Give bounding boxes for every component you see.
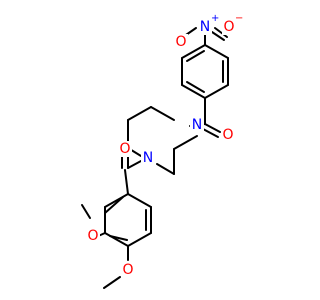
bond-ring1-a bbox=[204, 44, 229, 59]
bond-o-ch3-4 bbox=[103, 276, 121, 289]
bond-ring2-c-inner bbox=[109, 235, 128, 241]
bond-pip-b bbox=[127, 106, 152, 121]
bond-ring1-c bbox=[204, 84, 229, 99]
bond-no-right-a bbox=[214, 27, 228, 38]
bond-ring2-c bbox=[104, 232, 129, 247]
bond-co-upper-a bbox=[204, 123, 221, 133]
bond-pip-a bbox=[150, 106, 175, 121]
bond-pip-g bbox=[173, 135, 198, 150]
atom-labels: N + O O − O N N O O O bbox=[86, 13, 243, 278]
piperazine-nitrogen-right: N bbox=[192, 117, 202, 133]
methoxy-oxygen-3: O bbox=[87, 228, 98, 244]
bond-carbonyl-aryl-lower bbox=[124, 169, 129, 195]
bond-n-carbonyl-lower bbox=[127, 160, 142, 169]
bond-o-ch3-3 bbox=[81, 204, 91, 219]
bond-ring1-d-inner bbox=[186, 81, 205, 93]
bond-ring2-f bbox=[127, 193, 152, 208]
bond-pip-e bbox=[156, 163, 175, 175]
molecule-canvas: N + O O − O N N O O O bbox=[81, 13, 243, 289]
ketone-oxygen-upper: O bbox=[222, 127, 233, 143]
bond-ring2-a bbox=[104, 193, 129, 208]
nitro-nitrogen: N bbox=[200, 19, 210, 35]
methoxy-oxygen-4: O bbox=[122, 262, 133, 278]
bond-ring1-f-inner bbox=[186, 50, 205, 62]
nitro-oxygen-charge: − bbox=[235, 13, 243, 24]
ketone-oxygen-lower: O bbox=[119, 141, 130, 157]
bond-ring2-d bbox=[127, 232, 152, 247]
bond-ring1-d bbox=[181, 84, 206, 99]
structure-diagram: N + O O − O N N O O O bbox=[81, 13, 243, 289]
bond-co-upper-b bbox=[202, 128, 219, 138]
nitro-oxygen-left: O bbox=[175, 34, 186, 50]
nitro-nitrogen-charge: + bbox=[211, 13, 219, 24]
bond-ring2-a-inner bbox=[104, 196, 124, 214]
nitro-oxygen-right: O bbox=[223, 19, 234, 35]
piperazine-nitrogen-left: N bbox=[143, 150, 153, 166]
bond-no-right-b bbox=[211, 31, 225, 41]
bond-ring1-f bbox=[181, 44, 206, 59]
